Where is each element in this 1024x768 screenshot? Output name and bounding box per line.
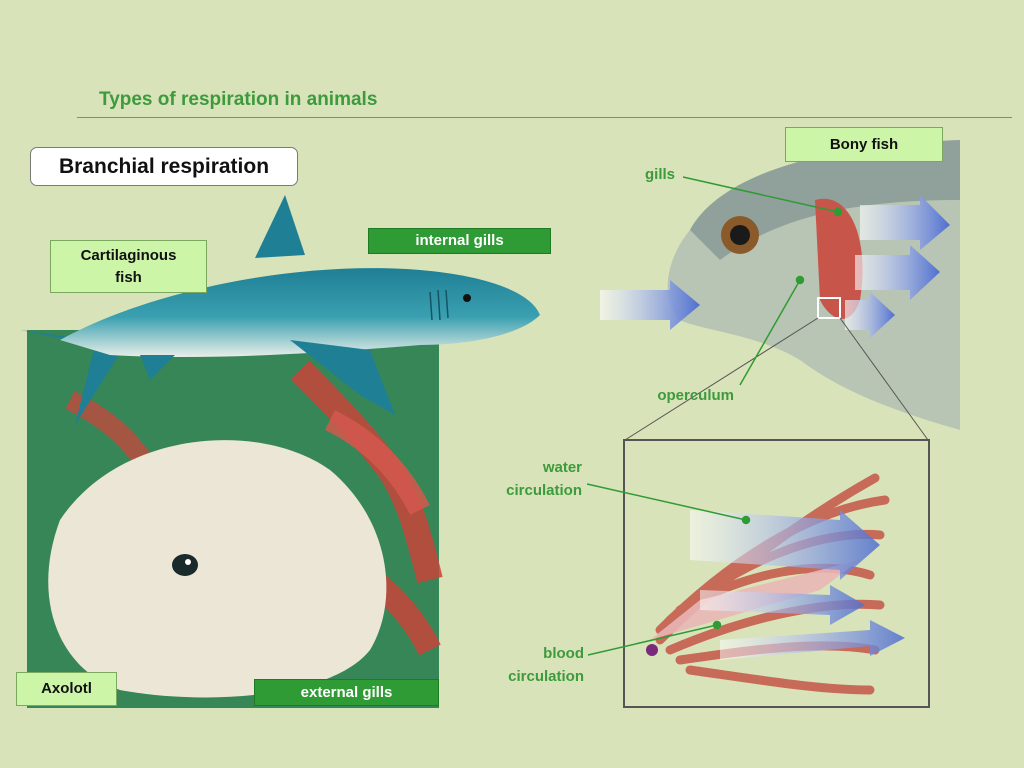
label-operculum: operculum [657,387,734,404]
bony-fish-illustration [600,140,960,430]
label-internal-gills: internal gills [368,228,551,254]
slide-title: Types of respiration in animals [99,89,378,110]
title-divider [77,117,1012,118]
label-external-gills: external gills [254,679,439,706]
label-gills: gills [644,166,675,183]
label-cartilaginous-fish: Cartilaginous fish [50,240,207,293]
section-title: Branchial respiration [30,147,298,186]
label-blood-circulation: blood circulation [508,645,584,686]
label-bony-fish: Bony fish [785,127,943,162]
leader-lines [586,176,843,656]
label-water-circulation: water circulation [506,459,582,500]
shark-illustration [20,195,540,425]
gill-detail-inset [623,439,930,708]
label-axolotl: Axolotl [16,672,117,706]
